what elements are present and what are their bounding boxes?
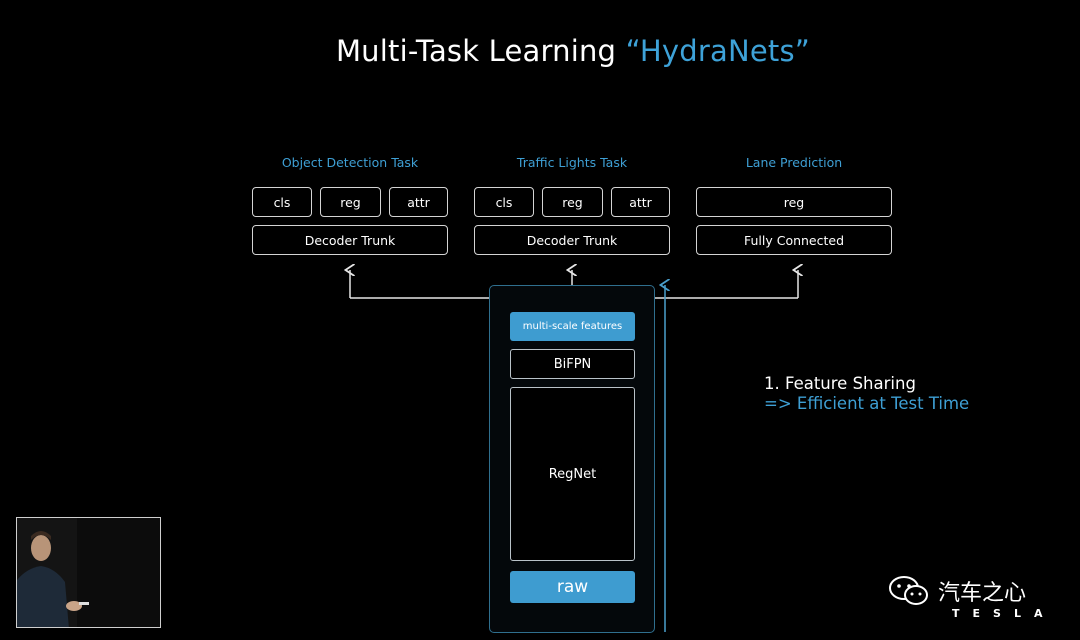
decoder-trunk-traffic-lights: Decoder Trunk [474,225,670,255]
decoder-trunk-object-detection: Decoder Trunk [252,225,448,255]
title-main: Multi-Task Learning [335,34,626,68]
task-title-lane-prediction: Lane Prediction [745,155,843,170]
title-accent: “HydraNets” [625,34,811,68]
task-title-traffic-lights: Traffic Lights Task [516,155,628,170]
head-attr: attr [611,187,670,217]
slide-title: Multi-Task Learning “HydraNets” [0,34,1080,68]
head-cls: cls [474,187,534,217]
head-reg: reg [696,187,892,217]
feature-sharing-note: 1. Feature Sharing => Efficient at Test … [764,374,969,414]
tesla-logo: TESLA [952,607,1056,620]
wechat-icon [889,576,928,605]
presenter-video [16,517,161,628]
fully-connected-lane-prediction: Fully Connected [696,225,892,255]
note-line-2: => Efficient at Test Time [764,394,970,413]
head-attr: attr [389,187,448,217]
watermark: 汽车之心 [888,575,1026,607]
watermark-text: 汽车之心 [938,581,1027,606]
head-reg: reg [542,187,603,217]
presenter-silhouette [17,518,160,627]
note-line-1: 1. Feature Sharing [764,374,916,393]
head-cls: cls [252,187,312,217]
bifpn-box: BiFPN [510,349,635,379]
multi-scale-features-box: multi-scale features [510,312,635,341]
raw-input-box: raw [510,571,635,603]
task-title-object-detection: Object Detection Task [281,155,419,170]
head-reg: reg [320,187,381,217]
regnet-box: RegNet [510,387,635,561]
